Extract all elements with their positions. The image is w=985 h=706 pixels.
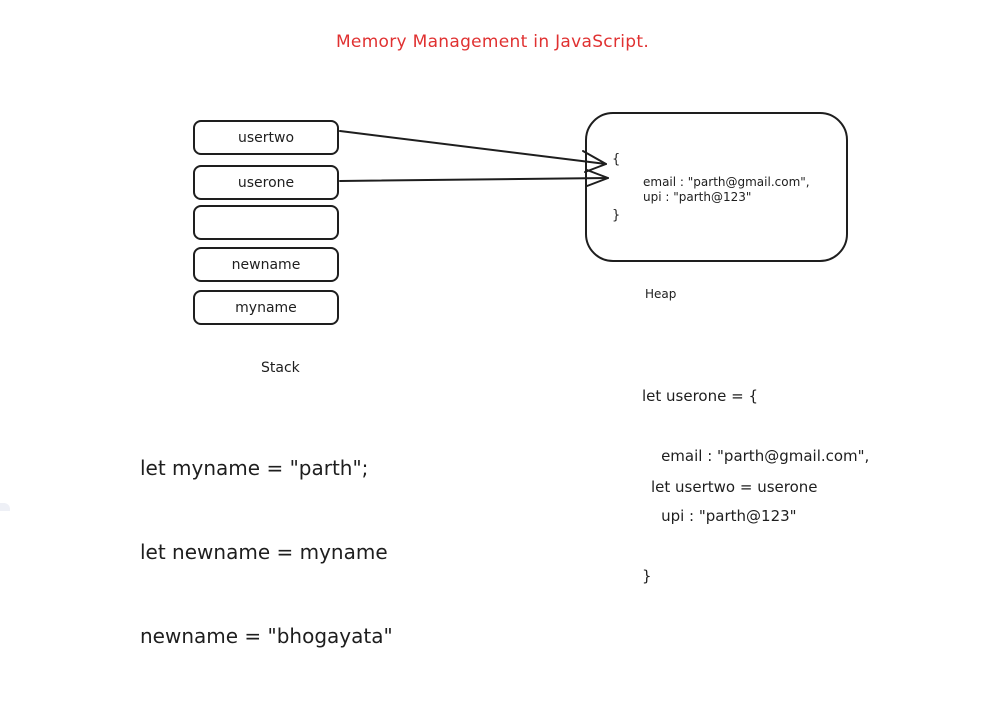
heap-label: Heap	[645, 287, 677, 301]
reference-arrows	[339, 130, 609, 187]
code-block-primitives: let myname = "parth"; let newname = myna…	[140, 398, 393, 706]
stack-item-myname: myname	[193, 290, 339, 325]
stack-item-usertwo: usertwo	[193, 120, 339, 155]
code-line: let userone = {	[642, 387, 758, 405]
code-line: upi : "parth@123"	[642, 507, 797, 525]
stack-item-userone: userone	[193, 165, 339, 200]
arrow-usertwo-to-heap	[339, 130, 607, 165]
diagram-canvas: Memory Management in JavaScript. usertwo…	[0, 32, 870, 648]
code-line: let newname = myname	[140, 540, 388, 564]
code-line: }	[642, 567, 652, 585]
heap-email-line: email : "parth@gmail.com",	[643, 175, 810, 189]
diagram-title: Memory Management in JavaScript.	[335, 32, 650, 52]
heap-open-brace: {	[612, 152, 621, 167]
stack-item-label: usertwo	[237, 129, 295, 146]
corner-tab	[0, 503, 10, 511]
stack-item-newname: newname	[193, 247, 339, 282]
stack-item-label: userone	[237, 174, 295, 191]
code-line: email : "parth@gmail.com",	[642, 447, 870, 465]
stack-item-label: myname	[235, 299, 297, 316]
code-line-usertwo: let usertwo = userone	[651, 478, 818, 496]
stack-item-empty	[193, 205, 339, 240]
stack-label: Stack	[261, 360, 300, 376]
arrowhead-userone	[586, 169, 609, 187]
heap-upi-line: upi : "parth@123"	[643, 190, 752, 204]
arrowhead-usertwo	[582, 150, 607, 173]
heap-close-brace: }	[612, 208, 621, 223]
arrow-userone-to-heap	[339, 177, 609, 182]
stack-item-label: newname	[231, 256, 301, 273]
code-line: newname = "bhogayata"	[140, 624, 393, 648]
code-line: let myname = "parth";	[140, 456, 369, 480]
heap-object-box	[585, 112, 848, 262]
